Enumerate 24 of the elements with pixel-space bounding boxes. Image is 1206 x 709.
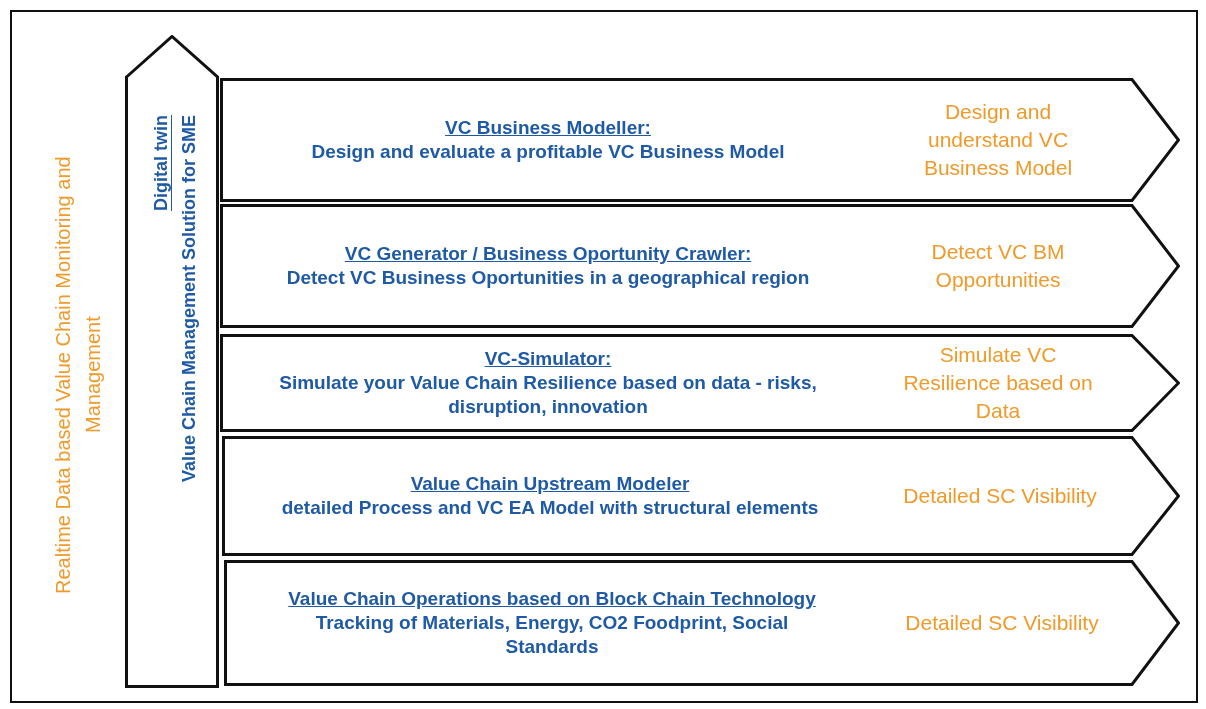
side-label: Realtime Data based Value Chain Monitoring and Management: [51, 155, 105, 596]
chevron-panel: [224, 560, 1180, 686]
heading: Value Chain Operations based on Block Chain Technology: [288, 587, 816, 611]
description: Tracking of Materials, Energy, CO2 Foodprint, Social Standards: [314, 611, 790, 659]
heading: Digital twin: [150, 115, 172, 213]
chevron-panel: [220, 334, 1180, 432]
chevron-panel: [222, 436, 1180, 556]
description: Design and evaluate a profitable VC Business Model: [311, 140, 785, 164]
subtitle: Value Chain Management Solution for SME: [178, 115, 200, 485]
heading: VC Business Modeller:: [445, 116, 651, 140]
outcome-text: Simulate VC Resilience based on Data: [902, 342, 1094, 424]
outcome-text: Detect VC BM Opportunities: [930, 239, 1066, 293]
outcome-text: Detailed SC Visibility: [903, 483, 1097, 509]
heading: Value Chain Upstream Modeler: [410, 472, 690, 496]
vertical-banner: [125, 35, 219, 688]
description: Detect VC Business Oportunities in a geographical region: [286, 266, 810, 290]
outcome-text: Detailed SC Visibility: [905, 610, 1099, 636]
description: detailed Process and VC EA Model with structural elements: [281, 496, 819, 520]
heading: VC-Simulator:: [484, 347, 612, 371]
chevron-panel: [220, 78, 1180, 202]
chevron-panel: [220, 204, 1180, 328]
description: Simulate your Value Chain Resilience based on data - risks, disruption, innovation: [278, 371, 818, 419]
heading: VC Generator / Business Oportunity Crawler:: [344, 242, 752, 266]
outcome-text: Design and understand VC Business Model: [922, 99, 1074, 181]
